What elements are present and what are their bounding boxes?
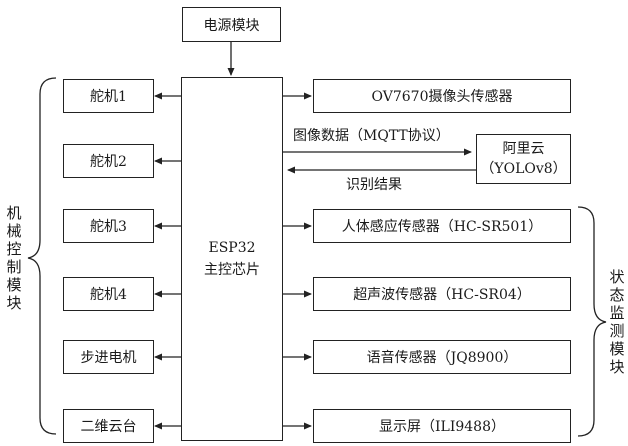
right-group-label-char: 状 — [609, 268, 625, 286]
left-brace — [27, 77, 57, 435]
servo2-box: 舵机2 — [63, 144, 154, 178]
left-group-label-char: 械 — [6, 222, 22, 240]
servo4-box: 舵机4 — [63, 277, 154, 311]
servo1-box: 舵机1 — [63, 79, 154, 113]
stepper-motor-box: 步进电机 — [63, 340, 154, 374]
voice-sensor-label: 语音传感器（JQ8900） — [366, 350, 518, 366]
stepper-motor-label: 步进电机 — [80, 350, 137, 366]
left-group-label: 机械控制模块 — [6, 204, 22, 312]
servo3-label: 舵机3 — [90, 219, 127, 235]
ultrasonic-sensor-label: 超声波传感器（HC-SR04） — [353, 287, 531, 303]
right-brace — [577, 206, 607, 437]
result-label: 识别结果 — [346, 177, 402, 193]
servo2-label: 舵机2 — [90, 154, 127, 170]
chip-subtitle: 主控芯片 — [204, 262, 260, 278]
aliyun-cloud-box: 阿里云 （YOLOv8） — [476, 134, 571, 184]
servo1-label: 舵机1 — [90, 89, 127, 105]
gimbal-label: 二维云台 — [80, 419, 137, 435]
left-group-label-char: 模 — [6, 276, 22, 294]
servo3-box: 舵机3 — [63, 209, 154, 243]
cloud-model: （YOLOv8） — [480, 161, 567, 177]
esp32-chip-box: ESP32 主控芯片 — [181, 77, 283, 441]
servo4-label: 舵机4 — [90, 287, 127, 303]
left-group-label-char: 机 — [6, 204, 22, 222]
ultrasonic-sensor-box: 超声波传感器（HC-SR04） — [313, 277, 571, 311]
camera-sensor-box: OV7670摄像头传感器 — [313, 79, 571, 113]
gimbal-box: 二维云台 — [63, 409, 154, 443]
voice-sensor-box: 语音传感器（JQ8900） — [313, 340, 571, 374]
right-group-label-char: 监 — [609, 304, 625, 322]
pir-sensor-box: 人体感应传感器（HC-SR501） — [313, 209, 571, 243]
cloud-name: 阿里云 — [502, 141, 545, 157]
left-group-label-char: 块 — [6, 294, 22, 312]
left-group-label-char: 控 — [6, 240, 22, 258]
right-group-label: 状态监测模块 — [609, 268, 625, 376]
power-module-label: 电源模块 — [203, 17, 260, 34]
right-group-label-char: 模 — [609, 340, 625, 358]
display-box: 显示屏（ILI9488） — [313, 409, 571, 443]
camera-sensor-label: OV7670摄像头传感器 — [371, 89, 513, 105]
pir-sensor-label: 人体感应传感器（HC-SR501） — [341, 219, 543, 235]
left-group-label-char: 制 — [6, 258, 22, 276]
power-module-box: 电源模块 — [182, 7, 281, 42]
right-group-label-char: 态 — [609, 286, 625, 304]
right-group-label-char: 测 — [609, 322, 625, 340]
right-group-label-char: 块 — [609, 358, 625, 376]
chip-name: ESP32 — [208, 240, 256, 256]
image-data-label: 图像数据（MQTT协议） — [293, 128, 450, 144]
display-label: 显示屏（ILI9488） — [379, 419, 505, 435]
